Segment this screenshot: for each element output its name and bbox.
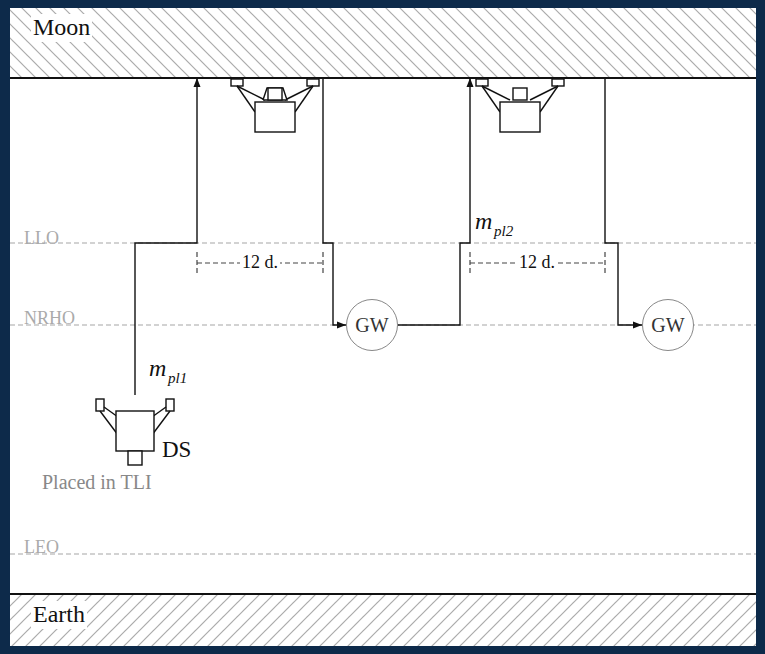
- payload-subscript: pl2: [494, 223, 513, 240]
- orbit-label: NRHO: [24, 308, 75, 329]
- dimension-brackets: [197, 252, 605, 276]
- moon-hatch: [10, 8, 756, 78]
- payload-subscript: pl1: [168, 370, 187, 387]
- orbit-label: LLO: [24, 228, 59, 249]
- moon-surface: [10, 77, 756, 79]
- lander-symbol: [476, 79, 564, 132]
- gateway-label: GW: [355, 314, 388, 337]
- gateway-circle: GW: [642, 299, 694, 351]
- orbit-lines: [10, 243, 756, 554]
- descent-stage: DS Placed in TLI: [38, 395, 213, 505]
- page-ground: [10, 8, 756, 646]
- lander-symbol: [231, 79, 319, 132]
- body-name: Moon: [31, 14, 92, 42]
- earth-band: Earth: [10, 595, 756, 646]
- stage-note: Placed in TLI: [42, 471, 152, 494]
- trajectory-arrow: [605, 78, 642, 325]
- duration-dimension: 12 d.: [517, 252, 557, 273]
- trajectory-arrow: [135, 78, 197, 395]
- moon-band: Moon: [10, 8, 756, 78]
- trajectory-arrow: [398, 78, 470, 325]
- earth-hatch: [10, 595, 756, 646]
- stage-name: DS: [162, 437, 191, 463]
- payload-symbol: m: [475, 208, 492, 236]
- trajectory-arrow: [323, 78, 346, 325]
- gateway-label: GW: [651, 314, 684, 337]
- payload-symbol: m: [149, 355, 166, 383]
- orbit-label: LEO: [24, 537, 59, 558]
- body-name: Earth: [31, 601, 87, 629]
- earth-surface: [10, 593, 756, 595]
- duration-dimension: 12 d.: [240, 252, 280, 273]
- gateway-circle: GW: [346, 299, 398, 351]
